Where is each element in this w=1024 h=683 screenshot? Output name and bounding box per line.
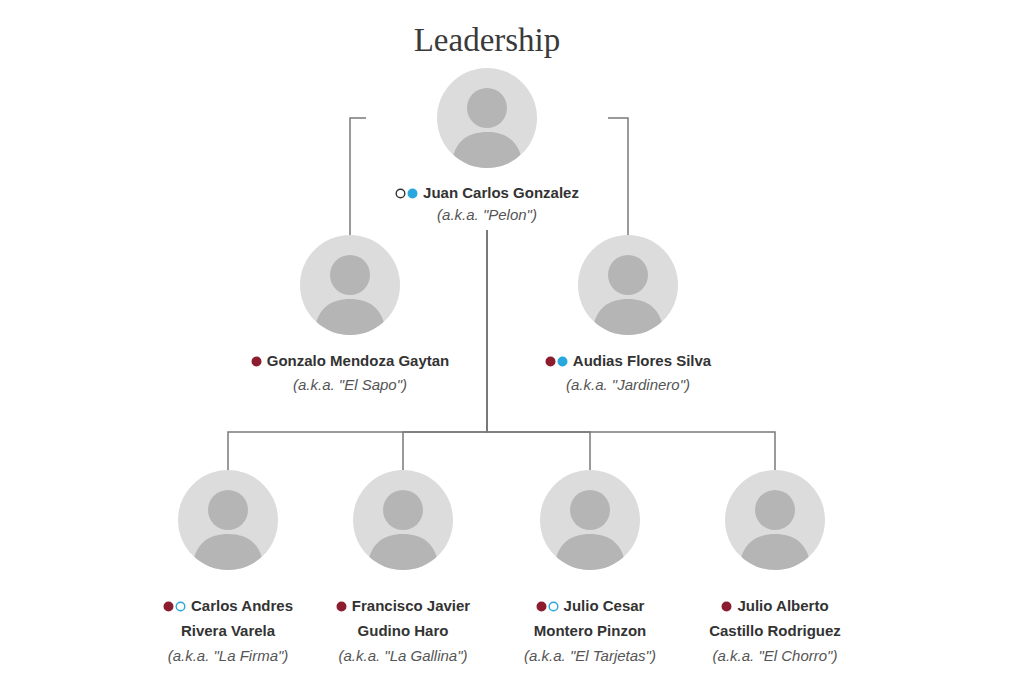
silhouette-body (592, 299, 664, 335)
person-name: Audias Flores Silva (573, 352, 711, 369)
name-line: Juan Carlos Gonzalez (366, 182, 608, 204)
status-dots (721, 601, 733, 612)
alias-text: (a.k.a. "El Chorro") (695, 643, 855, 668)
status-dot (252, 357, 261, 366)
status-dot (164, 602, 173, 611)
person-node: Audias Flores Silva (a.k.a. "Jardinero") (512, 235, 744, 397)
person-name: Gonzalo Mendoza Gaytan (267, 352, 450, 369)
portrait-silhouette (578, 235, 678, 335)
status-dots (536, 601, 560, 612)
status-dot (408, 189, 417, 198)
silhouette-head (467, 88, 507, 128)
status-dots (251, 356, 263, 367)
status-dot (558, 357, 567, 366)
person-node: Carlos Andres Rivera Varela (a.k.a. "La F… (150, 470, 306, 668)
person-name: Carlos Andres Rivera Varela (181, 597, 293, 639)
portrait-placeholder (353, 470, 453, 570)
silhouette-body (554, 534, 626, 570)
portrait-placeholder (437, 68, 537, 168)
person-node: Julio Cesar Montero Pinzon(a.k.a. "El Ta… (510, 470, 670, 668)
status-dots (395, 188, 419, 199)
name-line: Francisco Javier Gudino Haro (325, 593, 481, 643)
portrait-placeholder (578, 235, 678, 335)
name-line: Julio Cesar Montero Pinzon (510, 593, 670, 643)
alias-text: (a.k.a. "El Tarjetas") (510, 643, 670, 668)
portrait-silhouette (540, 470, 640, 570)
alias-text: (a.k.a. "Jardinero") (512, 373, 744, 397)
org-connector (350, 118, 366, 235)
status-dot (176, 602, 185, 611)
silhouette-head (755, 490, 795, 530)
portrait-silhouette (725, 470, 825, 570)
org-connector (487, 230, 775, 470)
status-dot (396, 189, 405, 198)
silhouette-body (451, 132, 523, 168)
portrait-placeholder (178, 470, 278, 570)
alias-text: (a.k.a. "La Firma") (150, 643, 306, 668)
name-line: Julio Alberto Castillo Rodriguez (695, 593, 855, 643)
portrait-silhouette (300, 235, 400, 335)
silhouette-head (383, 490, 423, 530)
portrait-placeholder (725, 470, 825, 570)
silhouette-head (208, 490, 248, 530)
status-dot (537, 602, 546, 611)
silhouette-head (330, 255, 370, 295)
portrait-silhouette (353, 470, 453, 570)
silhouette-body (314, 299, 386, 335)
alias-text: (a.k.a. "La Gallina") (325, 643, 481, 668)
status-dot (723, 602, 732, 611)
portrait-silhouette (437, 68, 537, 168)
silhouette-body (739, 534, 811, 570)
chart-title: Leadership (0, 22, 974, 59)
person-node: Juan Carlos Gonzalez (a.k.a. "Pelon") (366, 68, 608, 226)
portrait-placeholder (300, 235, 400, 335)
status-dot (549, 602, 558, 611)
portrait-placeholder (540, 470, 640, 570)
name-line: Gonzalo Mendoza Gaytan (229, 349, 471, 373)
silhouette-body (192, 534, 264, 570)
person-node: Gonzalo Mendoza Gaytan (a.k.a. "El Sapo") (229, 235, 471, 397)
org-connector (487, 230, 590, 470)
person-node: Julio Alberto Castillo Rodriguez(a.k.a. … (695, 470, 855, 668)
status-dots (163, 601, 187, 612)
person-node: Francisco Javier Gudino Haro (a.k.a. "La … (325, 470, 481, 668)
status-dot (546, 357, 555, 366)
status-dots (336, 601, 348, 612)
status-dot (337, 602, 346, 611)
person-name: Juan Carlos Gonzalez (423, 184, 579, 201)
org-connector (228, 230, 487, 470)
org-connector (403, 230, 487, 470)
name-line: Audias Flores Silva (512, 349, 744, 373)
portrait-silhouette (178, 470, 278, 570)
status-dots (545, 356, 569, 367)
silhouette-body (367, 534, 439, 570)
person-name: Francisco Javier Gudino Haro (352, 597, 470, 639)
alias-text: (a.k.a. "Pelon") (366, 204, 608, 226)
silhouette-head (608, 255, 648, 295)
silhouette-head (570, 490, 610, 530)
org-connector (608, 118, 628, 235)
alias-text: (a.k.a. "El Sapo") (229, 373, 471, 397)
name-line: Carlos Andres Rivera Varela (150, 593, 306, 643)
